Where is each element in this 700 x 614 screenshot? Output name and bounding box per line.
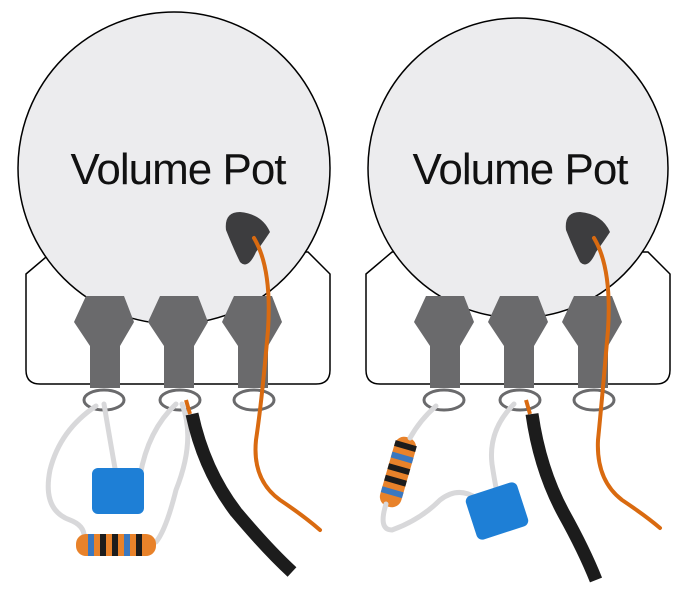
pot-label: Volume Pot xyxy=(412,145,628,194)
black-wire-tip xyxy=(524,399,532,415)
white-wire-resistor-bottom xyxy=(380,490,479,533)
white-wire-cap xyxy=(488,401,517,499)
lug-1 xyxy=(414,296,474,388)
pot-diagram-left: Volume Pot xyxy=(17,11,331,577)
lug-hole-3 xyxy=(572,388,616,412)
pot-label: Volume Pot xyxy=(70,145,286,194)
black-wire xyxy=(185,412,297,577)
lug-2 xyxy=(488,296,548,388)
white-wire-cap-b xyxy=(137,401,179,479)
lug-hole-2 xyxy=(498,388,542,412)
black-wire xyxy=(525,413,603,583)
resistor xyxy=(379,436,417,508)
lug-hole-3 xyxy=(232,388,276,412)
lug-1 xyxy=(74,296,134,388)
pot-diagram-right: Volume Pot xyxy=(365,17,671,583)
white-wire-left xyxy=(45,403,99,543)
white-wire-right xyxy=(153,401,191,545)
lug-hole-1 xyxy=(422,388,466,412)
white-wire-resistor-top xyxy=(407,403,439,441)
capacitor xyxy=(465,482,529,540)
capacitor xyxy=(92,468,144,514)
black-wire-tip xyxy=(184,399,192,415)
white-wire-cap-a xyxy=(101,401,119,477)
orange-wire xyxy=(252,236,322,532)
orange-wire xyxy=(592,236,662,530)
lug-2 xyxy=(148,296,208,388)
lug-hole-2 xyxy=(158,388,202,412)
resistor xyxy=(76,534,156,556)
wiper-mount xyxy=(225,212,270,265)
wiper-mount xyxy=(565,212,610,265)
